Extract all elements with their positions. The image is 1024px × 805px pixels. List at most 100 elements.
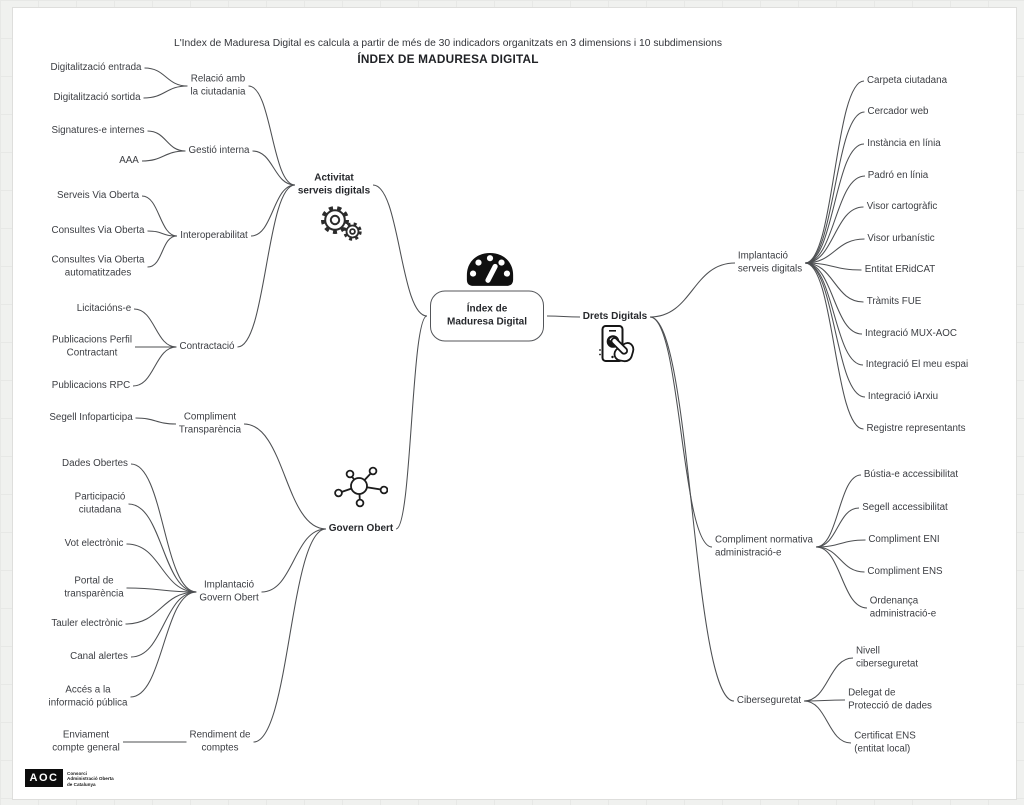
- edge-igo-aip: [130, 591, 197, 698]
- node-iia: Integració iArxiu: [868, 391, 938, 404]
- node-label-line: comptes: [201, 742, 239, 753]
- edge-igo-te: [125, 591, 197, 625]
- node-label-line: Digitalització sortida: [53, 91, 141, 103]
- edge-io-cvo: [147, 230, 178, 237]
- node-do: Dades Obertes: [62, 458, 128, 471]
- node-label-line: Activitat: [314, 172, 354, 184]
- edge-asd-co: [237, 184, 296, 348]
- logo-caption-line: de Catalunya: [67, 781, 96, 787]
- node-label-line: Govern Obert: [328, 522, 394, 534]
- edge-cna-sa: [815, 507, 860, 548]
- edge-rc-ds: [143, 85, 188, 99]
- node-label-line: Ciberseguretat: [736, 694, 802, 706]
- edge-io-cvoa: [147, 235, 178, 268]
- node-label-line: Maduresa Digital: [446, 316, 528, 327]
- node-label-line: administració-e: [869, 608, 937, 619]
- node-sa: Segell accessibilitat: [862, 502, 948, 515]
- node-vu: Visor urbanístic: [867, 233, 934, 246]
- edge-io-svo: [141, 195, 178, 237]
- logo-caption-line: Consorci: [67, 771, 87, 776]
- node-label-line: Relació amb: [190, 73, 246, 85]
- node-label-line: informació pública: [48, 697, 128, 708]
- node-label-line: administració-e: [714, 547, 782, 558]
- node-label-line: Segell Infoparticipa: [49, 411, 133, 423]
- node-label-line: Consultes Via Oberta: [51, 254, 145, 266]
- node-cc: Carpeta ciutadana: [867, 75, 947, 88]
- node-ba: Bústia-e accessibilitat: [864, 469, 958, 482]
- node-label-line: Accés a la: [65, 684, 111, 696]
- node-lic: Licitacións-e: [77, 303, 131, 316]
- node-label-line: transparència: [64, 588, 124, 599]
- node-label-line: Protecció de dades: [848, 700, 932, 711]
- edge-cna-ceni: [815, 539, 866, 548]
- diagram-sheet: [12, 7, 1017, 800]
- edge-dd-cib: [649, 316, 735, 702]
- node-label-line: Implantació: [737, 250, 788, 262]
- node-eer: Entitat ERidCAT: [865, 264, 936, 277]
- node-label-line: Cercador web: [867, 105, 929, 117]
- node-label-line: Índex de: [466, 303, 508, 315]
- node-pel: Padró en línia: [868, 170, 928, 183]
- node-ve: Vot electrònic: [65, 538, 124, 551]
- node-label-line: Segell accessibilitat: [862, 501, 948, 513]
- diagram-subtitle: L'Index de Maduresa Digital es calcula a…: [173, 38, 723, 49]
- edge-isd-iia: [804, 262, 866, 398]
- node-prpc: Publicacions RPC: [52, 380, 130, 393]
- node-rr: Registre representants: [866, 423, 965, 436]
- node-label-line: Visor urbanístic: [867, 232, 935, 244]
- edge-igo-do: [130, 463, 197, 593]
- node-vc: Visor cartogràfic: [867, 201, 938, 214]
- node-label-line: Compliment normativa: [714, 534, 814, 546]
- edge-igo-ca: [130, 591, 197, 658]
- edge-isd-vu: [804, 238, 865, 264]
- node-label-line: Integració MUX-AOC: [864, 327, 958, 339]
- edge-go-rdc: [253, 528, 327, 743]
- node-label-line: Canal alertes: [70, 650, 128, 662]
- node-label-line: Govern Obert: [199, 592, 259, 603]
- node-label-line: Tràmits FUE: [866, 295, 922, 307]
- diagram-heading: L'Index de Maduresa Digital es calcula a…: [174, 38, 722, 66]
- edge-isd-pel: [804, 175, 866, 264]
- gears-icon: [319, 204, 365, 242]
- node-label-line: Gestió interna: [188, 144, 250, 156]
- node-label-line: Entitat ERidCAT: [864, 263, 936, 275]
- edge-cna-oa: [815, 546, 868, 609]
- node-label-line: Carpeta ciutadana: [866, 74, 948, 86]
- node-label-line: Publicacions RPC: [51, 379, 131, 391]
- edge-co-prpc: [132, 346, 177, 387]
- node-label-line: Rendiment de: [189, 729, 251, 741]
- node-label-line: Compliment ENS: [867, 565, 943, 577]
- node-label-line: Instància en línia: [867, 137, 941, 149]
- edge-cna-cens: [815, 546, 865, 573]
- node-seg: Segell Infoparticipa: [49, 412, 132, 425]
- node-label-line: Portal de: [74, 575, 114, 587]
- edge-asd-gi: [252, 150, 296, 186]
- node-label-line: Compliment: [183, 411, 237, 423]
- node-label-line: serveis digitals: [297, 185, 371, 196]
- node-label-line: Digitalització entrada: [50, 61, 142, 73]
- node-label-line: ciberseguretat: [855, 658, 919, 669]
- node-te: Tauler electrònic: [51, 618, 122, 631]
- edge-co-lic: [133, 308, 177, 348]
- diagram-title: ÍNDEX DE MADURESA DIGITAL: [357, 52, 539, 66]
- edge-igo-pc: [128, 503, 197, 593]
- node-cw: Cercador web: [868, 106, 929, 119]
- node-label-line: Enviament: [62, 729, 110, 741]
- edge-dd-isd: [649, 262, 736, 318]
- node-cib: Ciberseguretat: [737, 695, 801, 708]
